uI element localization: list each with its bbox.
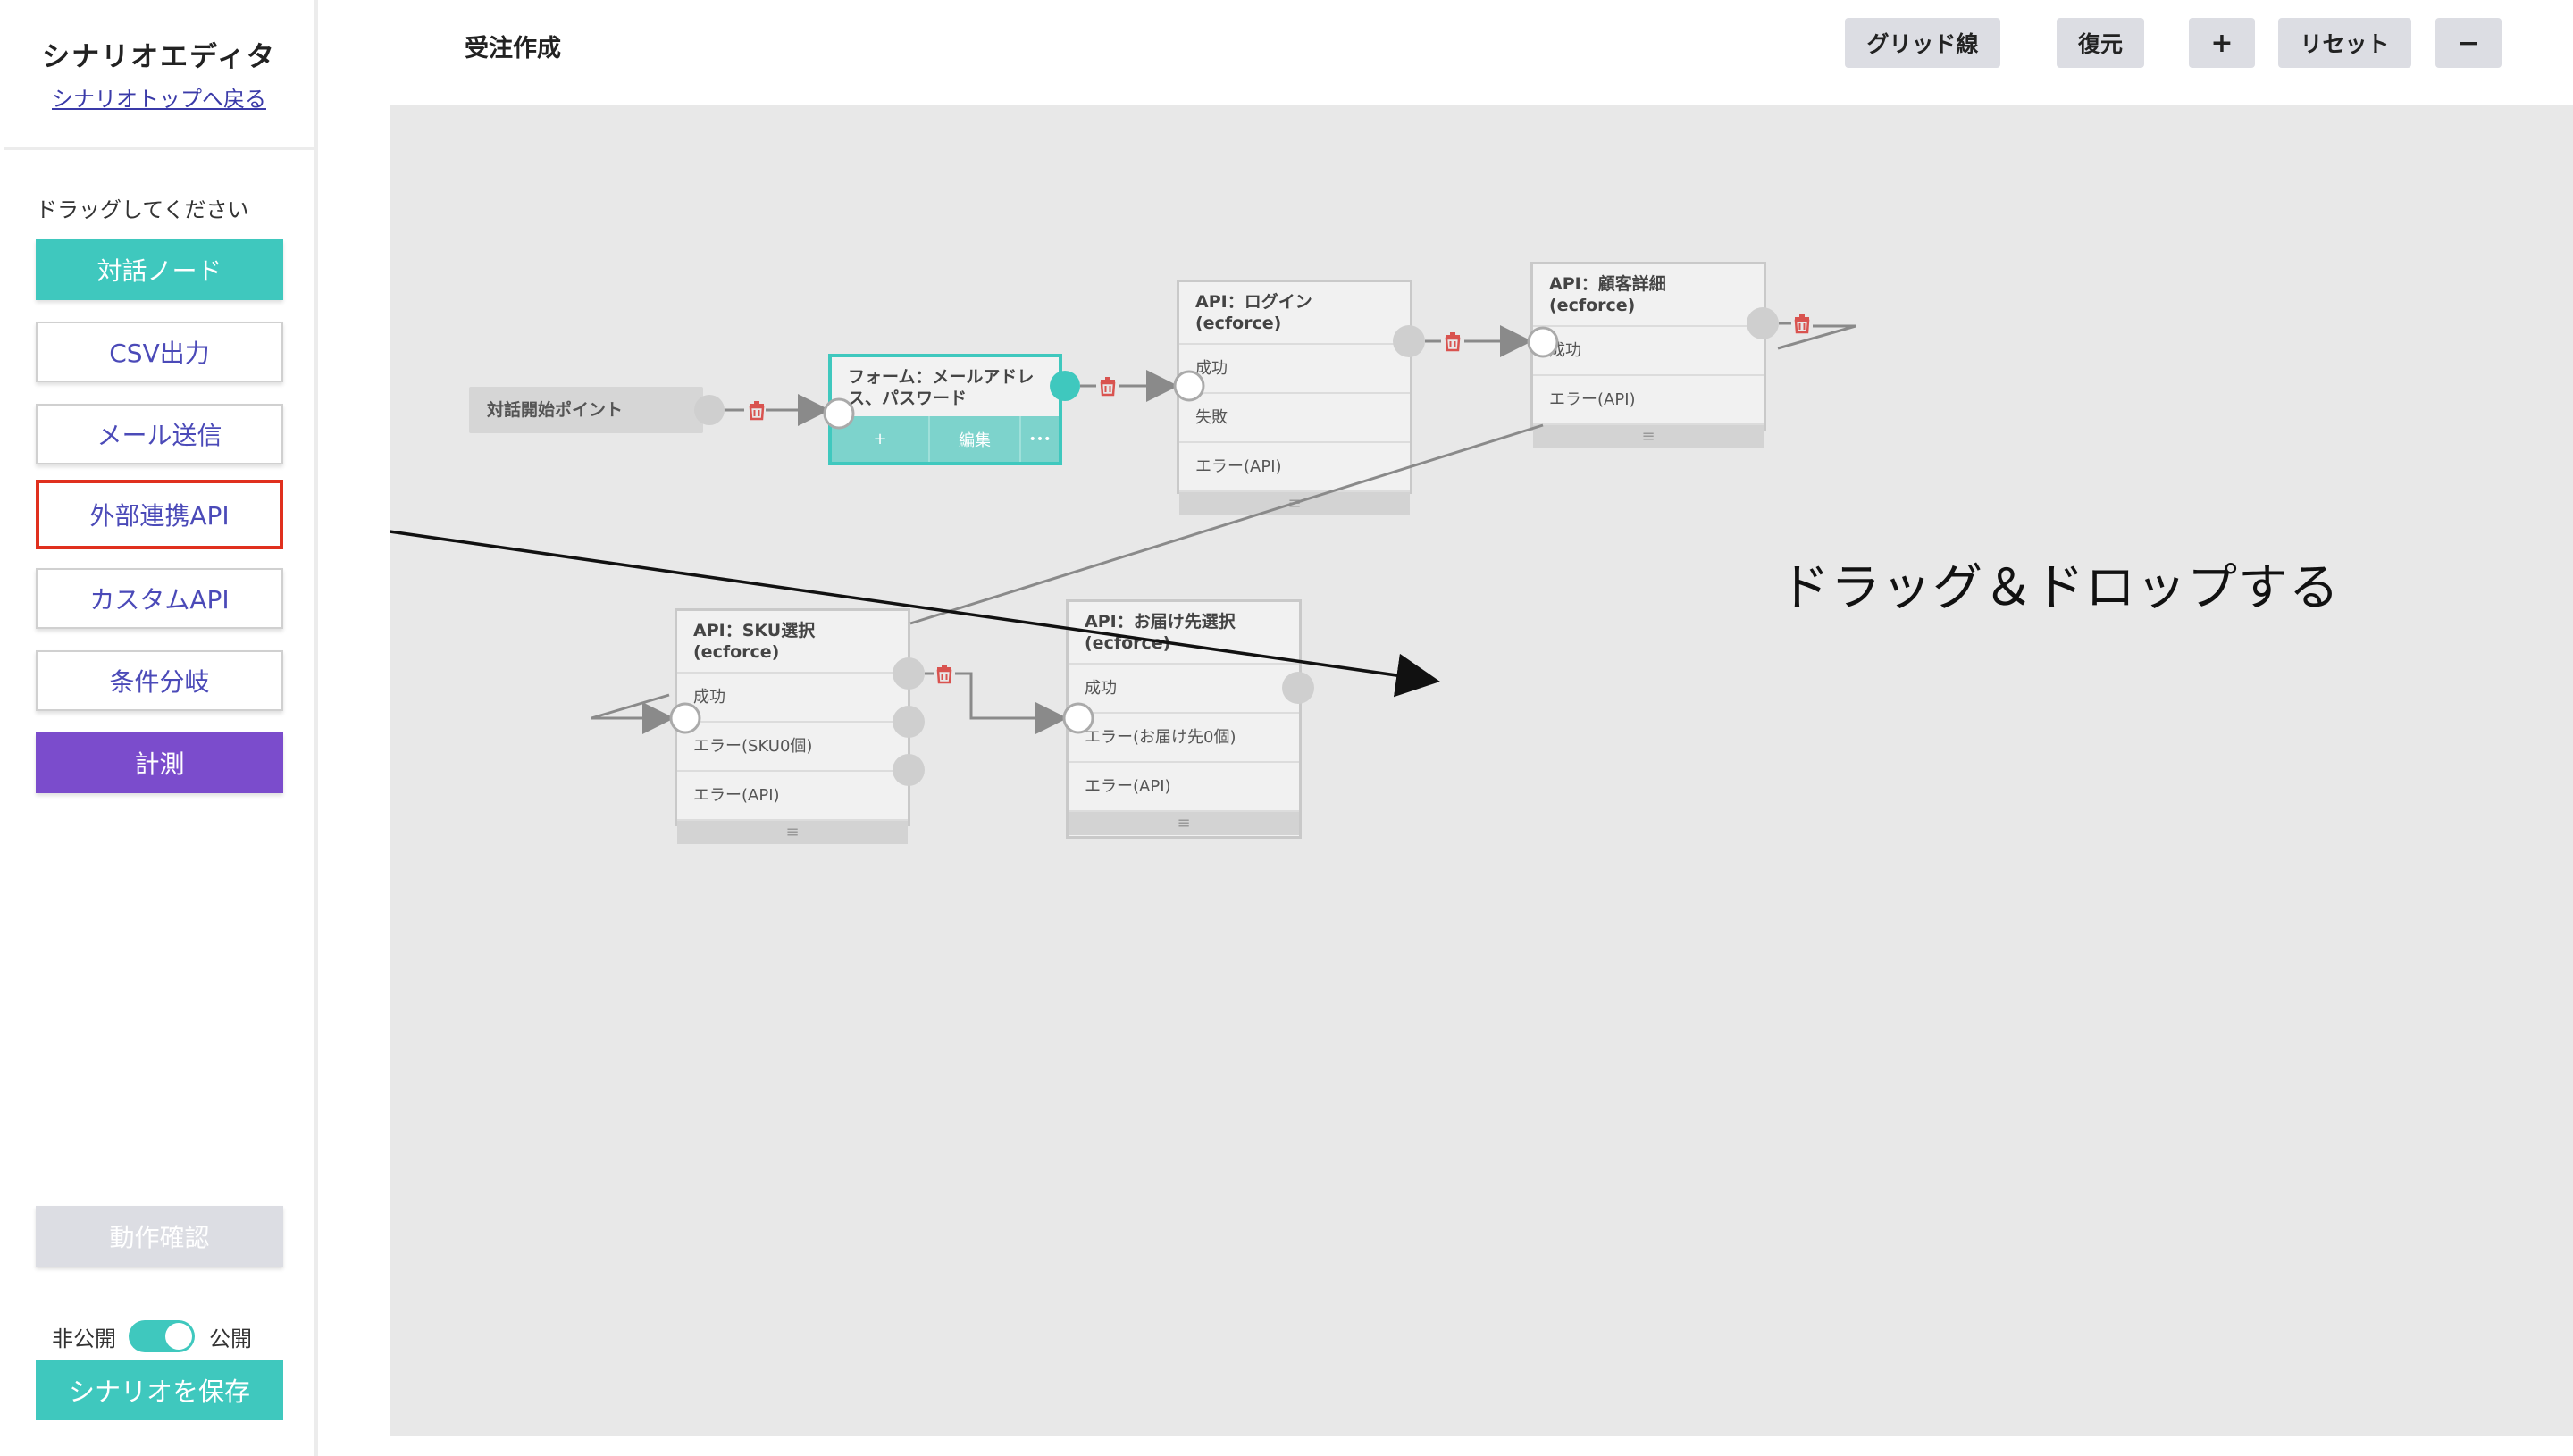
- form-node-title: フォーム：メールアドレス、パスワード: [848, 367, 1035, 408]
- form-node-actions: + 編集 •••: [832, 416, 1059, 462]
- output-port[interactable]: [1747, 307, 1779, 339]
- delete-connection-icon[interactable]: [1793, 313, 1811, 334]
- sidebar: シナリオエディタ シナリオトップへ戻る ドラッグしてください 対話ノード CSV…: [0, 0, 318, 1456]
- api-node-row: エラー(SKU0個): [677, 723, 908, 772]
- api-node-row: エラー(API): [1069, 763, 1299, 812]
- api-node-title: API：お届け先選択(ecforce): [1069, 602, 1299, 665]
- api-node-customer[interactable]: API：顧客詳細(ecforce) 成功 エラー(API) ≡: [1530, 262, 1766, 448]
- api-node-title: API：ログイン(ecforce): [1179, 282, 1410, 345]
- input-port[interactable]: [1173, 370, 1205, 402]
- drag-hint: ドラッグしてください: [36, 197, 249, 222]
- drag-path-arrow: [390, 530, 1440, 698]
- api-node-title: API：SKU選択(ecforce): [677, 611, 908, 674]
- output-port[interactable]: [1050, 371, 1080, 401]
- api-node-delivery[interactable]: API：お届け先選択(ecforce) 成功 エラー(お届け先0個) エラー(A…: [1066, 599, 1302, 839]
- input-port[interactable]: [823, 397, 855, 430]
- output-port[interactable]: [694, 395, 725, 425]
- delete-connection-icon[interactable]: [748, 399, 766, 421]
- public-label: 公開: [209, 1326, 252, 1351]
- toggle-knob: [165, 1323, 192, 1350]
- app-title: シナリオエディタ: [42, 41, 276, 73]
- restore-button[interactable]: 復元: [2057, 18, 2144, 68]
- visibility-toggle[interactable]: [129, 1320, 195, 1352]
- drag-handle-icon[interactable]: ≡: [1533, 425, 1764, 448]
- api-node-row: 成功: [1179, 345, 1410, 394]
- palette-condition-branch[interactable]: 条件分岐: [36, 650, 283, 711]
- palette-csv-output[interactable]: CSV出力: [36, 322, 283, 382]
- back-to-scenario-top-link[interactable]: シナリオトップへ戻る: [52, 87, 266, 112]
- input-port[interactable]: [1062, 702, 1094, 734]
- input-port[interactable]: [1527, 326, 1559, 358]
- output-port[interactable]: [893, 657, 925, 690]
- flow-canvas[interactable]: 対話開始ポイント フォーム：メールアドレス、パスワード + 編集 ••• API…: [390, 105, 2573, 1436]
- save-scenario-button[interactable]: シナリオを保存: [36, 1360, 283, 1420]
- test-run-button[interactable]: 動作確認: [36, 1206, 283, 1267]
- api-node-sku[interactable]: API：SKU選択(ecforce) 成功 エラー(SKU0個) エラー(API…: [675, 608, 910, 844]
- delete-connection-icon[interactable]: [935, 663, 953, 684]
- api-node-row: 失敗: [1179, 394, 1410, 443]
- connection-line: [591, 693, 670, 720]
- api-node-row: エラー(API): [1533, 376, 1764, 425]
- form-more-button[interactable]: •••: [1028, 431, 1052, 447]
- page-title: 受注作成: [465, 35, 561, 63]
- output-port[interactable]: [893, 754, 925, 786]
- reset-button[interactable]: リセット: [2278, 18, 2411, 68]
- visibility-toggle-group: 非公開 公開: [52, 1318, 275, 1354]
- connection-line: [1777, 324, 1856, 350]
- start-point-node[interactable]: 対話開始ポイント: [469, 387, 703, 433]
- drag-handle-icon[interactable]: ≡: [677, 821, 908, 844]
- zoom-in-button[interactable]: +: [2189, 18, 2255, 68]
- api-node-title: API：顧客詳細(ecforce): [1533, 264, 1764, 327]
- form-edit-button[interactable]: 編集: [930, 416, 1021, 462]
- form-node[interactable]: フォーム：メールアドレス、パスワード + 編集 •••: [828, 354, 1062, 465]
- api-node-row: エラー(お届け先0個): [1069, 714, 1299, 763]
- zoom-out-button[interactable]: −: [2435, 18, 2502, 68]
- connection-line: [909, 423, 1544, 625]
- api-node-login[interactable]: API：ログイン(ecforce) 成功 失敗 エラー(API) ≡: [1177, 280, 1412, 515]
- form-add-button[interactable]: +: [832, 416, 930, 462]
- palette-send-mail[interactable]: メール送信: [36, 404, 283, 464]
- private-label: 非公開: [52, 1326, 116, 1351]
- output-port[interactable]: [893, 706, 925, 738]
- grid-lines-button[interactable]: グリッド線: [1845, 18, 2000, 68]
- palette-dialogue-node[interactable]: 対話ノード: [36, 239, 283, 300]
- api-node-row: エラー(API): [677, 772, 908, 821]
- output-port[interactable]: [1282, 672, 1314, 704]
- palette-custom-api[interactable]: カスタムAPI: [36, 568, 283, 629]
- palette-external-api[interactable]: 外部連携API: [36, 480, 283, 549]
- drag-handle-icon[interactable]: ≡: [1069, 812, 1299, 835]
- drag-drop-annotation: ドラッグ＆ドロップする: [1780, 559, 2340, 617]
- connection-line: [955, 672, 1068, 734]
- flow-connections: [390, 307, 1856, 786]
- delete-connection-icon[interactable]: [1444, 331, 1462, 352]
- delete-connection-icon[interactable]: [1099, 375, 1117, 397]
- sidebar-divider: [4, 147, 314, 150]
- api-node-row: 成功: [1069, 665, 1299, 714]
- api-node-row: 成功: [677, 674, 908, 723]
- input-port[interactable]: [669, 702, 701, 734]
- palette-measurement[interactable]: 計測: [36, 732, 283, 793]
- api-node-row: エラー(API): [1179, 443, 1410, 492]
- output-port[interactable]: [1393, 325, 1425, 357]
